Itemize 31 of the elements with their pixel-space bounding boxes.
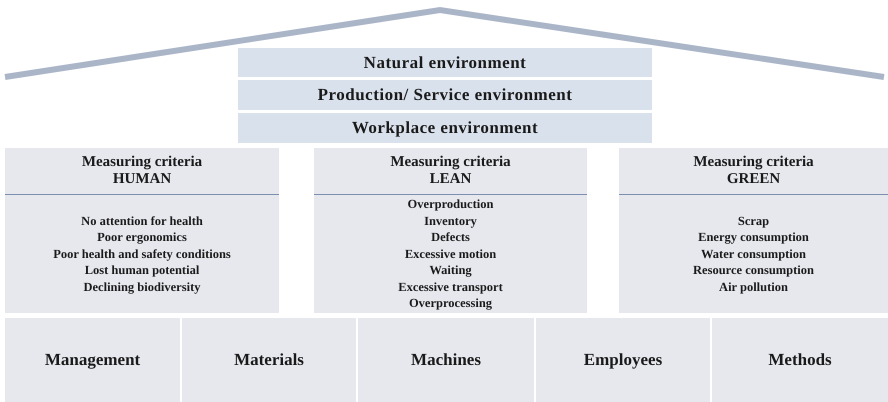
pillar-box: Employees xyxy=(536,318,710,402)
criterion-item: Resource consumption xyxy=(693,262,814,279)
panel-heading: Measuring criteria GREEN xyxy=(692,154,815,188)
criterion-item: Air pollution xyxy=(719,278,788,296)
environment-band: Production/ Service environment xyxy=(238,80,652,110)
criterion-item: Waiting xyxy=(429,262,472,279)
criterion-item: Poor ergonomics xyxy=(97,229,187,246)
criterion-item: Excessive transport xyxy=(398,278,503,296)
criteria-panel xyxy=(314,148,587,313)
panel-heading: Measuring criteria LEAN xyxy=(389,154,512,188)
criterion-item: Water consumption xyxy=(701,246,806,262)
criterion-item: Poor health and safety conditions xyxy=(53,246,231,262)
criteria-panel xyxy=(5,148,279,313)
pillar-box: Materials xyxy=(182,318,356,402)
pillar-box: Management xyxy=(5,318,180,402)
pillar-box: Machines xyxy=(358,318,534,402)
criterion-item: Inventory xyxy=(424,212,477,230)
pillar-box: Methods xyxy=(712,318,888,402)
environment-band: Natural environment xyxy=(238,48,652,77)
environment-band: Workplace environment xyxy=(238,113,652,143)
criterion-item: No attention for health xyxy=(81,212,203,230)
criterion-item: Declining biodiversity xyxy=(83,278,200,296)
criterion-item: Lost human potential xyxy=(84,262,200,279)
panel-heading: Measuring criteria HUMAN xyxy=(80,154,204,188)
criterion-item: Overproduction xyxy=(408,196,494,213)
criterion-item: Defects xyxy=(431,229,470,246)
criterion-item: Overprocessing xyxy=(408,295,492,312)
criterion-item: Excessive motion xyxy=(404,246,496,262)
criteria-panel xyxy=(619,148,888,313)
criterion-item: Scrap xyxy=(738,212,770,230)
criterion-item: Energy consumption xyxy=(698,229,809,246)
